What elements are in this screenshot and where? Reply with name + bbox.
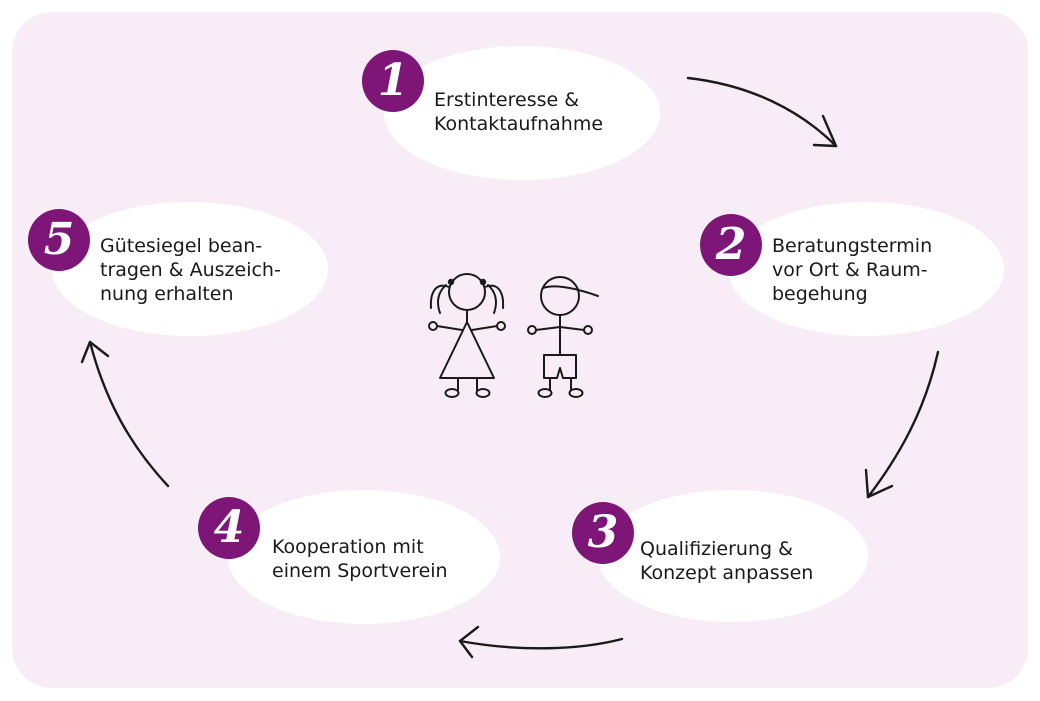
step-2-bubble <box>728 202 1004 336</box>
step-5-badge: 5 <box>28 209 90 271</box>
step-1-label: Erstinteresse & Kontaktaufnahme <box>434 89 604 135</box>
step-3-badge: 3 <box>572 502 634 564</box>
step-3-label: Qualifizierung & Konzept anpassen <box>640 538 814 584</box>
arrow-3-to-4-head <box>458 625 480 659</box>
step-4-bubble <box>228 490 500 624</box>
arrow-4-to-5-head <box>80 340 110 364</box>
arrow-1-to-2 <box>686 76 838 148</box>
step-4-label: Kooperation mit einem Sportverein <box>272 536 448 582</box>
arrow-1-to-2-head <box>812 114 838 148</box>
step-4-badge: 4 <box>198 497 260 559</box>
boy-figure <box>527 276 599 398</box>
step-3-bubble <box>598 490 868 622</box>
step-5-bubble <box>52 202 328 336</box>
arrow-3-to-4 <box>458 637 624 650</box>
step-5-label: Gütesiegel bean- tragen & Auszeich- nung… <box>100 235 281 305</box>
arrow-2-to-3 <box>866 350 940 499</box>
step-1-bubble <box>384 46 660 180</box>
girl-figure <box>428 273 506 398</box>
step-2-label: Beratungstermin vor Ort & Raum- begehung <box>772 235 933 305</box>
step-1-badge: 1 <box>362 50 424 112</box>
arrow-4-to-5 <box>88 340 170 488</box>
step-2-badge: 2 <box>700 214 762 276</box>
arrow-2-to-3-head <box>864 468 894 499</box>
